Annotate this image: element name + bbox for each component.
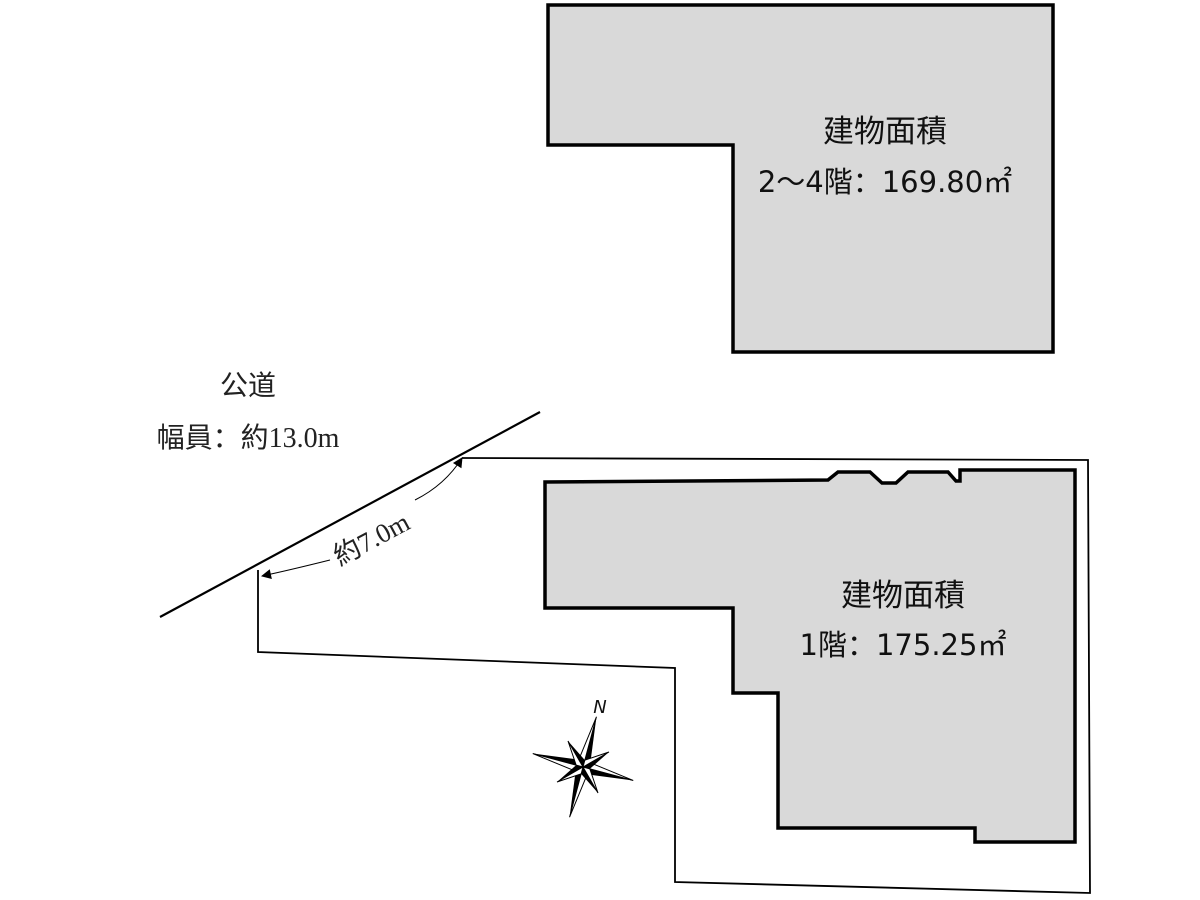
upper-building-title: 建物面積 xyxy=(823,114,947,150)
compass-north-label: N xyxy=(593,697,606,718)
lower-building-title: 建物面積 xyxy=(841,578,965,614)
upper-floors-building xyxy=(546,3,1055,354)
lower-building-area: 1階：175.25㎡ xyxy=(800,628,1007,662)
upper-building-area: 2〜4階：169.80㎡ xyxy=(758,165,1012,199)
lot-boundary xyxy=(257,457,1091,894)
ground-floor-building xyxy=(543,468,1077,844)
road-width: 幅員：約13.0m xyxy=(157,422,340,454)
frontage-dimension-arrow xyxy=(261,559,331,580)
frontage-dimension-arrow xyxy=(414,457,463,501)
road-edge-line xyxy=(159,411,541,618)
frontage-length: 約7.0m xyxy=(328,507,414,572)
compass-rose-icon xyxy=(532,716,634,818)
road-name: 公道 xyxy=(220,370,276,402)
